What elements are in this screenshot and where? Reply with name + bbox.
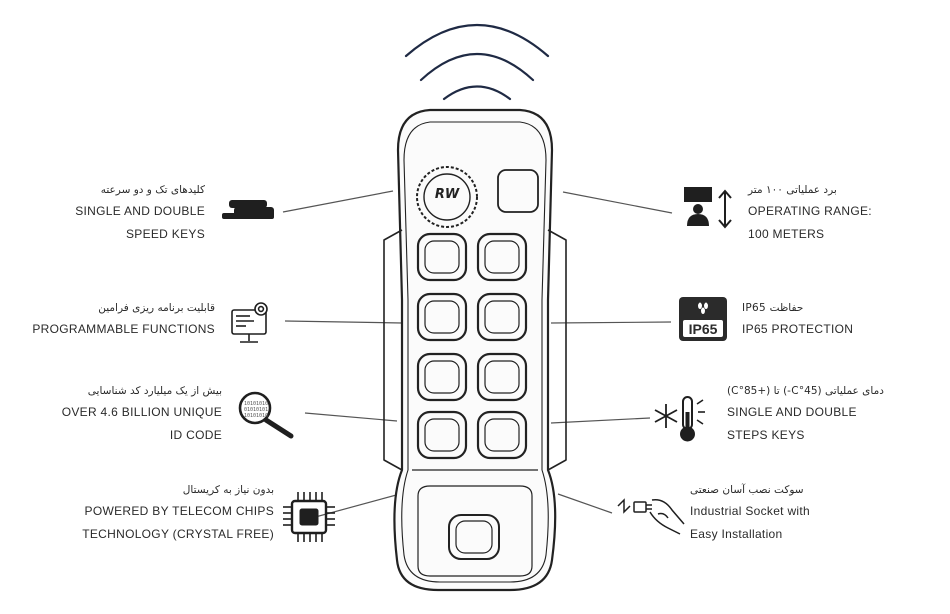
remote-body [383, 108, 567, 592]
feature-fa-label: بدون نیاز به کریستال [182, 484, 274, 496]
feature-crystal-free: بدون نیاز به کریستال POWERED BY TELECOM … [82, 480, 274, 546]
callout-lines [282, 190, 673, 520]
feature-fa-label: سوکت نصب آسان صنعتی [690, 484, 804, 496]
feature-fa-label: کلیدهای تک و دو سرعته [100, 184, 205, 196]
ip65-badge-text: IP65 [689, 321, 718, 337]
feature-single-double-speed-keys: کلیدهای تک و دو سرعته SINGLE AND DOUBLE … [75, 180, 205, 246]
feature-en-line: PROGRAMMABLE FUNCTIONS [32, 322, 215, 336]
ip65-badge-icon: IP65 [679, 297, 727, 341]
feature-fa-label: دمای عملیاتی (45°C-) تا (+85°C) [727, 385, 884, 397]
chip-icon [283, 492, 335, 542]
feature-en-line: Industrial Socket with [690, 504, 810, 518]
feature-en-line: POWERED BY TELECOM CHIPS [84, 504, 274, 518]
feature-en-line: OPERATING RANGE: [748, 204, 872, 218]
rotary-knob [416, 166, 478, 228]
feature-programmable-functions: قابلیت برنامه ریزی فرامین PROGRAMMABLE F… [32, 298, 215, 341]
wireless-signal-icon [404, 23, 550, 101]
svg-text:10101010: 10101010 [244, 413, 268, 419]
display-window [497, 169, 539, 213]
feature-fa-label: قابلیت برنامه ریزی فرامین [98, 302, 215, 314]
svg-text:10101010: 10101010 [244, 401, 268, 407]
feature-fa-label: بیش از یک میلیارد کد شناسایی [87, 385, 222, 397]
feature-temperature-range: دمای عملیاتی (45°C-) تا (+85°C) SINGLE A… [727, 381, 884, 447]
feature-en-line: Easy Installation [690, 527, 783, 541]
plug-hand-icon [617, 498, 685, 535]
range-person-icon [684, 187, 732, 229]
svg-text:01010101: 01010101 [244, 407, 268, 413]
feature-en-line: TECHNOLOGY (CRYSTAL FREE) [82, 527, 274, 541]
feature-en-line: IP65 PROTECTION [742, 322, 854, 336]
feature-en-line: STEPS KEYS [727, 428, 805, 442]
feature-operating-range: برد عملیاتی ۱۰۰ متر OPERATING RANGE: 100… [748, 180, 872, 246]
feature-fa-label: IP65 حفاظت [742, 302, 804, 314]
magnifier-binary-icon: 10101010 01010101 10101010 [238, 391, 294, 439]
feature-ip65-protection: IP65 حفاظت IP65 PROTECTION [742, 298, 853, 341]
feature-en-line: SPEED KEYS [125, 227, 205, 241]
feature-en-line: ID CODE [169, 428, 222, 442]
feature-industrial-socket: سوکت نصب آسان صنعتی Industrial Socket wi… [690, 480, 810, 546]
feature-en-line: SINGLE AND DOUBLE [75, 204, 205, 218]
push-button-icon [222, 200, 274, 219]
feature-en-line: 100 METERS [748, 227, 825, 241]
feature-fa-label: برد عملیاتی ۱۰۰ متر [748, 184, 837, 196]
feature-unique-id-code: بیش از یک میلیارد کد شناسایی OVER 4.6 BI… [62, 381, 222, 447]
button-grid [416, 232, 528, 460]
feature-en-line: OVER 4.6 BILLION UNIQUE [61, 405, 222, 419]
brand-logo: RW [434, 187, 460, 202]
snowflake-thermometer-icon [654, 396, 705, 442]
feature-en-line: SINGLE AND DOUBLE [727, 405, 857, 419]
monitor-gear-icon [231, 302, 268, 343]
